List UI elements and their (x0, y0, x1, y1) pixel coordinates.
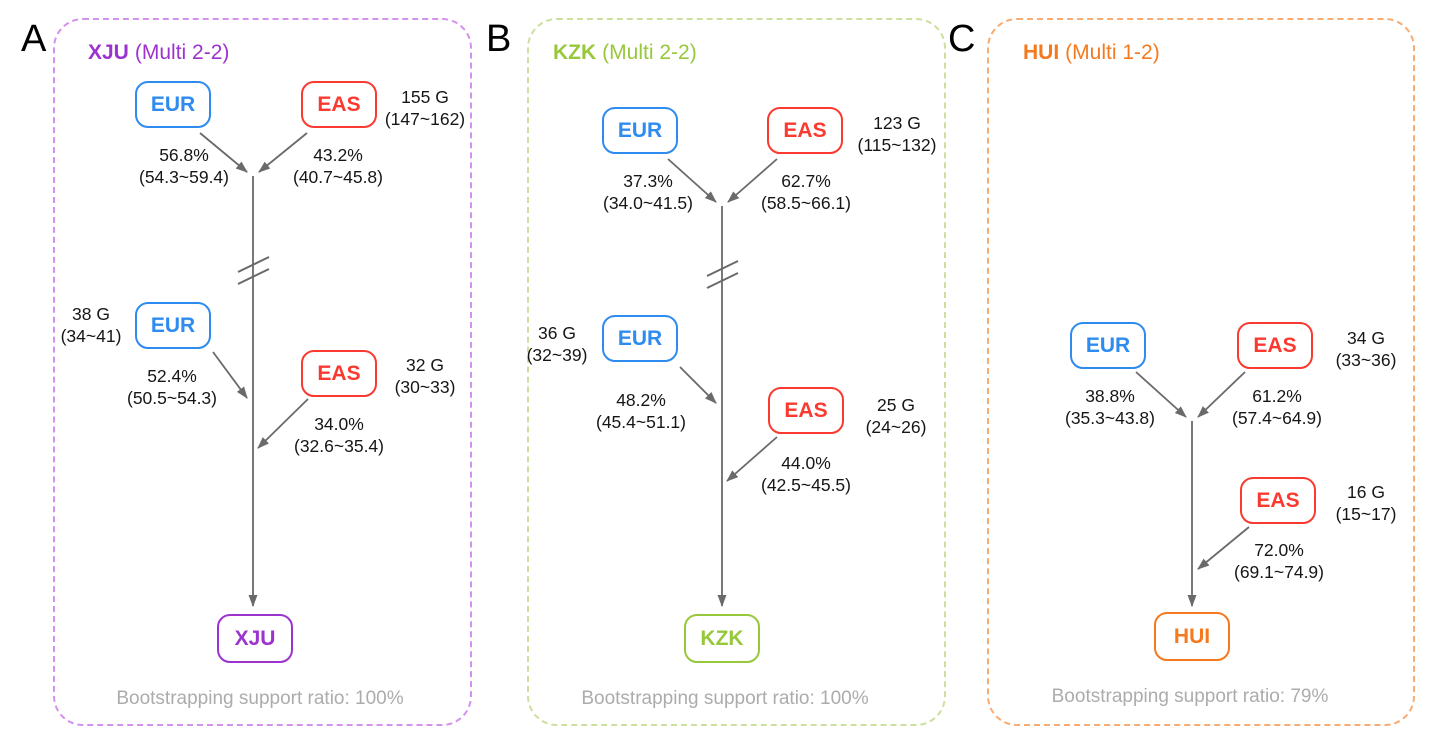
proportion-ci: (40.7~45.8) (293, 167, 383, 188)
bootstrap-support-text: Bootstrapping support ratio: 79% (1051, 686, 1329, 707)
proportion-label: 38.8% (35.3~43.8) (1065, 385, 1155, 430)
proportion-ci: (58.5~66.1) (761, 193, 851, 214)
time-value: 16 G (1347, 482, 1385, 502)
time-ci: (30~33) (394, 377, 456, 398)
population-node-eur: EUR (602, 107, 678, 154)
proportion-ci: (54.3~59.4) (139, 167, 229, 188)
time-value: 36 G (538, 323, 576, 343)
proportion-value: 62.7% (781, 171, 831, 191)
proportion-label: 56.8% (54.3~59.4) (139, 144, 229, 189)
admixture-time-label: 16 G (15~17) (1336, 481, 1397, 526)
time-value: 34 G (1347, 328, 1385, 348)
proportion-ci: (34.0~41.5) (603, 193, 693, 214)
population-node-eur: EUR (1070, 322, 1146, 369)
proportion-label: 44.0% (42.5~45.5) (761, 452, 851, 497)
time-value: 38 G (72, 304, 110, 324)
admixture-time-label: 25 G (24~26) (866, 394, 927, 439)
time-value: 123 G (873, 113, 921, 133)
proportion-ci: (42.5~45.5) (761, 475, 851, 496)
result-node-xju: XJU (217, 614, 293, 663)
admixture-time-label: 36 G (32~39) (527, 322, 588, 367)
time-value: 25 G (877, 395, 915, 415)
time-ci: (24~26) (865, 417, 927, 438)
time-value: 155 G (401, 87, 449, 107)
panel-title-subtitle: (Multi 1-2) (1065, 41, 1160, 64)
result-node-kzk: KZK (684, 614, 760, 663)
time-ci: (32~39) (526, 345, 588, 366)
proportion-value: 37.3% (623, 171, 673, 191)
panel-label-c: C (948, 18, 976, 60)
proportion-value: 38.8% (1085, 386, 1135, 406)
population-node-eur: EUR (135, 81, 211, 128)
admixture-time-label: 32 G (30~33) (395, 354, 456, 399)
proportion-label: 52.4% (50.5~54.3) (127, 365, 217, 410)
time-ci: (33~36) (1335, 350, 1397, 371)
proportion-ci: (32.6~35.4) (294, 436, 384, 457)
panel-title-xju: XJU(Multi 2-2) (88, 41, 229, 65)
admixture-time-label: 123 G (115~132) (858, 112, 937, 157)
admixture-time-label: 38 G (34~41) (61, 303, 122, 348)
proportion-label: 72.0% (69.1~74.9) (1234, 539, 1324, 584)
admixture-time-label: 155 G (147~162) (385, 86, 465, 131)
panel-label-b: B (486, 18, 512, 60)
time-ci: (34~41) (60, 326, 122, 347)
population-node-eas: EAS (768, 387, 844, 434)
proportion-value: 44.0% (781, 453, 831, 473)
population-node-eas: EAS (301, 81, 377, 128)
proportion-value: 52.4% (147, 366, 197, 386)
time-ci: (115~132) (857, 135, 937, 156)
panel-hui-frame (987, 18, 1415, 726)
proportion-ci: (45.4~51.1) (596, 412, 686, 433)
panel-title-subtitle: (Multi 2-2) (134, 41, 230, 64)
population-node-eur: EUR (602, 315, 678, 362)
admixture-time-label: 34 G (33~36) (1336, 327, 1397, 372)
bootstrap-support-text: Bootstrapping support ratio: 100% (116, 688, 404, 709)
panel-title-subtitle: (Multi 2-2) (602, 41, 697, 64)
time-value: 32 G (406, 355, 444, 375)
panel-xju-frame (53, 18, 472, 726)
population-node-eas: EAS (1240, 477, 1316, 524)
bootstrap-support-text: Bootstrapping support ratio: 100% (581, 688, 869, 709)
panel-label-a: A (21, 18, 47, 60)
proportion-label: 34.0% (32.6~35.4) (294, 413, 384, 458)
population-node-eas: EAS (1237, 322, 1313, 369)
proportion-ci: (50.5~54.3) (127, 388, 217, 409)
proportion-label: 48.2% (45.4~51.1) (596, 389, 686, 434)
panel-kzk-frame (527, 18, 946, 726)
proportion-value: 34.0% (314, 414, 364, 434)
proportion-ci: (57.4~64.9) (1232, 408, 1322, 429)
panel-title-name: KZK (553, 41, 597, 64)
time-ci: (147~162) (384, 109, 466, 130)
proportion-value: 61.2% (1252, 386, 1302, 406)
proportion-value: 43.2% (313, 145, 363, 165)
proportion-label: 37.3% (34.0~41.5) (603, 170, 693, 215)
result-node-hui: HUI (1154, 612, 1230, 661)
proportion-ci: (35.3~43.8) (1065, 408, 1155, 429)
panel-title-name: HUI (1023, 41, 1060, 64)
panel-title-name: XJU (88, 41, 129, 64)
proportion-label: 43.2% (40.7~45.8) (293, 144, 383, 189)
proportion-value: 48.2% (616, 390, 666, 410)
panel-title-kzk: KZK(Multi 2-2) (553, 41, 697, 65)
population-node-eas: EAS (301, 350, 377, 397)
population-node-eas: EAS (767, 107, 843, 154)
proportion-value: 56.8% (159, 145, 209, 165)
proportion-value: 72.0% (1254, 540, 1304, 560)
proportion-label: 62.7% (58.5~66.1) (761, 170, 851, 215)
time-ci: (15~17) (1335, 504, 1397, 525)
proportion-label: 61.2% (57.4~64.9) (1232, 385, 1322, 430)
population-node-eur: EUR (135, 302, 211, 349)
proportion-ci: (69.1~74.9) (1234, 562, 1324, 583)
panel-title-hui: HUI(Multi 1-2) (1023, 41, 1160, 65)
